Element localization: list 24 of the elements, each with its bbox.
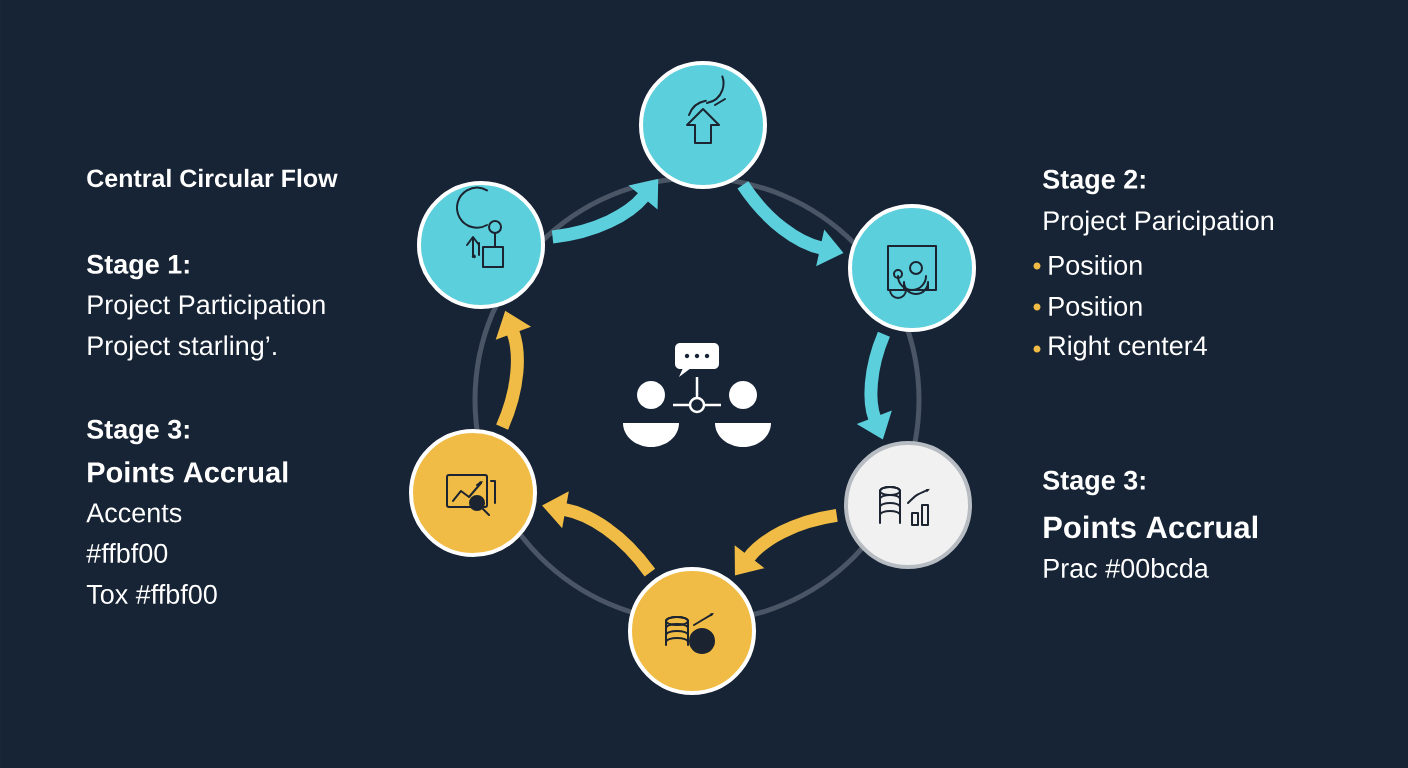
stage-heading: Stage 3: bbox=[87, 419, 189, 445]
stage-circle bbox=[628, 567, 756, 695]
heading: Central Circular Flow bbox=[87, 168, 338, 188]
stage-circle bbox=[639, 61, 767, 189]
arrow bbox=[551, 179, 659, 244]
body-text: Position bbox=[1049, 255, 1142, 275]
stage-heading: Stage 2: bbox=[1043, 169, 1145, 195]
body-text: Project Participation bbox=[88, 294, 325, 320]
body-text: Project starling’. bbox=[88, 335, 276, 361]
body-text: Prac #00bcda bbox=[1044, 558, 1209, 578]
body-text: Position bbox=[1049, 296, 1142, 316]
stage-circle bbox=[844, 441, 972, 569]
stage-heading: Points Accrual bbox=[1044, 515, 1258, 539]
body-text: Tox #ffbf00 bbox=[86, 584, 217, 604]
stage-circle bbox=[409, 429, 537, 557]
stage-circle bbox=[417, 181, 545, 309]
stage-circle bbox=[848, 204, 976, 332]
body-text: Project Paricipation bbox=[1044, 210, 1273, 236]
body-text: Accents bbox=[86, 503, 182, 523]
stage-heading: Stage 3: bbox=[1043, 470, 1145, 496]
stage-heading: Points Accrual bbox=[88, 461, 288, 483]
stage-heading: Stage 1: bbox=[87, 254, 189, 280]
body-text: #ffbf00 bbox=[86, 543, 168, 563]
body-text: Right center4 bbox=[1049, 335, 1207, 361]
